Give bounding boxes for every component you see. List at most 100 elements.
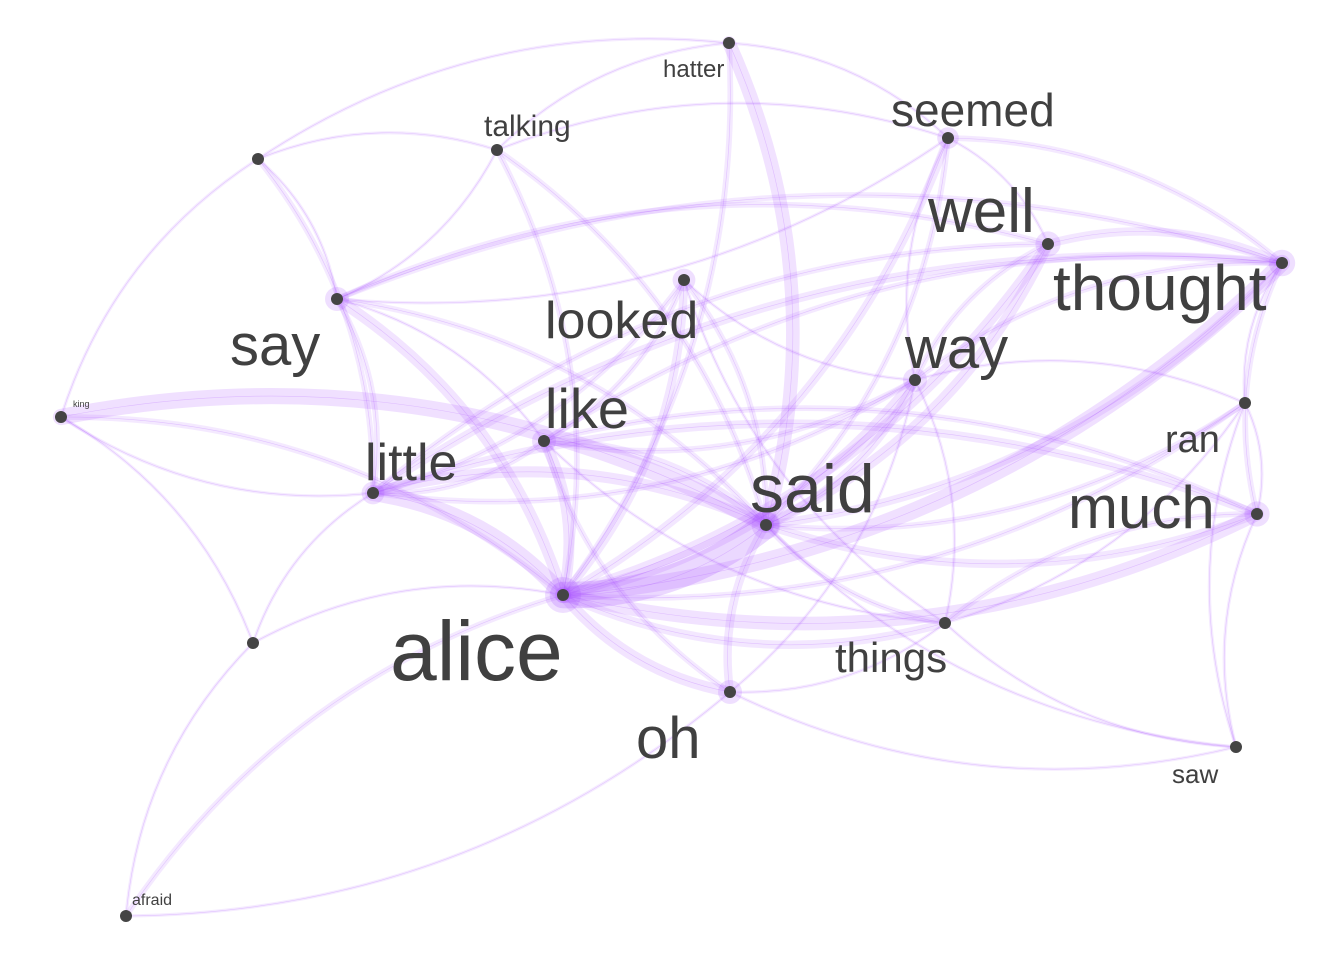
edge-looked-things xyxy=(682,278,947,625)
edge-core-like-way xyxy=(543,379,916,452)
edge-alice-thought xyxy=(554,254,1291,604)
edge-ran-way xyxy=(913,359,1247,405)
edge-looked-way xyxy=(682,278,917,382)
edge-core-little-way xyxy=(372,379,916,502)
edge-core-hatter-u1 xyxy=(257,38,730,160)
edge-core-alice-afraid xyxy=(125,594,564,917)
edge-core-said-talking xyxy=(496,149,767,526)
edge-core-seemed-way xyxy=(906,137,949,381)
edge-thought-seemed xyxy=(945,135,1285,266)
edge-little-u2 xyxy=(251,491,375,645)
edge-core-oh-way xyxy=(729,379,916,693)
node-thought[interactable] xyxy=(1276,257,1288,269)
node-alice[interactable] xyxy=(557,589,569,601)
edge-like-oh xyxy=(541,438,733,695)
edge-core-seemed-hatter xyxy=(728,42,949,139)
edge-say-u1 xyxy=(256,157,339,301)
edge-little-u1 xyxy=(255,156,376,496)
node-oh[interactable] xyxy=(724,686,736,698)
label-oh: oh xyxy=(636,706,701,771)
label-king: king xyxy=(73,399,90,409)
edge-seemed-way xyxy=(904,136,950,382)
node-well[interactable] xyxy=(1042,238,1054,250)
edge-core-hatter-talking xyxy=(496,42,730,151)
edge-well-way xyxy=(912,241,1051,383)
node-say[interactable] xyxy=(331,293,343,305)
label-said: said xyxy=(750,451,875,527)
node-little[interactable] xyxy=(367,487,379,499)
edge-core-looked-way xyxy=(683,279,916,381)
edge-said-like xyxy=(539,436,771,530)
edge-core-said-thought xyxy=(765,262,1283,526)
edge-core-alice-king xyxy=(60,416,564,596)
edge-core-alice-u2 xyxy=(252,585,564,644)
edge-core-little-like xyxy=(372,440,545,494)
edge-core-ran-way xyxy=(914,360,1246,404)
edge-core-afraid-oh xyxy=(125,691,731,917)
node-seemed[interactable] xyxy=(942,132,954,144)
node-looked[interactable] xyxy=(678,274,690,286)
edge-thought-say xyxy=(334,192,1285,302)
node-said[interactable] xyxy=(760,519,772,531)
node-like[interactable] xyxy=(538,435,550,447)
edge-core-alice-oh xyxy=(562,594,731,693)
label-thought: thought xyxy=(1053,252,1267,324)
label-ran: ran xyxy=(1165,419,1220,461)
edge-core-alice-much xyxy=(562,513,1258,624)
edge-core-things-ran xyxy=(944,402,1246,624)
edge-alice-like xyxy=(538,435,575,601)
node-things[interactable] xyxy=(939,617,951,629)
node-talking[interactable] xyxy=(491,144,503,156)
edge-thought-well xyxy=(1043,227,1287,268)
node-saw[interactable] xyxy=(1230,741,1242,753)
node-u2[interactable] xyxy=(247,637,259,649)
edge-things-ran xyxy=(943,401,1247,625)
edge-core-like-looked xyxy=(543,279,685,442)
edge-thought-ran xyxy=(1242,261,1284,405)
edge-core-said-like xyxy=(543,440,767,526)
node-ran[interactable] xyxy=(1239,397,1251,409)
label-like: like xyxy=(545,377,629,440)
node-much[interactable] xyxy=(1251,508,1263,520)
edge-core-said-well xyxy=(765,243,1049,526)
node-u1[interactable] xyxy=(252,153,264,165)
edge-alice-little xyxy=(364,484,572,604)
edge-said-much xyxy=(761,509,1262,569)
edge-u2-afraid xyxy=(124,641,255,918)
edge-core-u2-afraid xyxy=(125,642,254,917)
edge-core-seemed-talking xyxy=(496,102,949,151)
edge-core-looked-things xyxy=(683,279,946,624)
node-hatter[interactable] xyxy=(723,37,735,49)
edge-core-alice-talking xyxy=(496,149,578,596)
edge-well-seemed xyxy=(946,136,1050,246)
label-alice: alice xyxy=(390,604,563,698)
edge-oh-things xyxy=(728,621,947,694)
edge-core-said-say xyxy=(336,298,767,526)
edge-said-oh xyxy=(723,520,771,697)
edge-core-say-seemed xyxy=(336,137,949,304)
edge-thought-like xyxy=(541,252,1285,444)
edge-alice-hatter xyxy=(560,40,734,598)
edge-little-looked xyxy=(370,277,687,496)
edge-core-u2-king xyxy=(60,416,254,644)
edge-like-looked xyxy=(541,277,687,444)
edge-core-alice-seemed xyxy=(562,137,949,596)
edge-seemed-talking xyxy=(495,101,950,152)
edge-thought-way xyxy=(912,259,1285,383)
label-well: well xyxy=(927,177,1035,246)
edge-core-much-saw xyxy=(1223,513,1258,748)
edge-oh-saw xyxy=(728,690,1238,771)
edge-alice-looked xyxy=(558,275,689,600)
edge-core-said-way xyxy=(765,379,916,526)
node-afraid[interactable] xyxy=(120,910,132,922)
edge-core-thought-say xyxy=(336,194,1283,300)
edge-core-like-things xyxy=(543,440,946,624)
edge-thought-little xyxy=(368,251,1287,498)
node-king[interactable] xyxy=(55,411,67,423)
node-way[interactable] xyxy=(909,374,921,386)
edge-core-talking-u1 xyxy=(257,132,498,160)
edge-king-little xyxy=(59,415,375,498)
label-seemed: seemed xyxy=(891,84,1055,136)
edge-like-things xyxy=(542,439,947,625)
